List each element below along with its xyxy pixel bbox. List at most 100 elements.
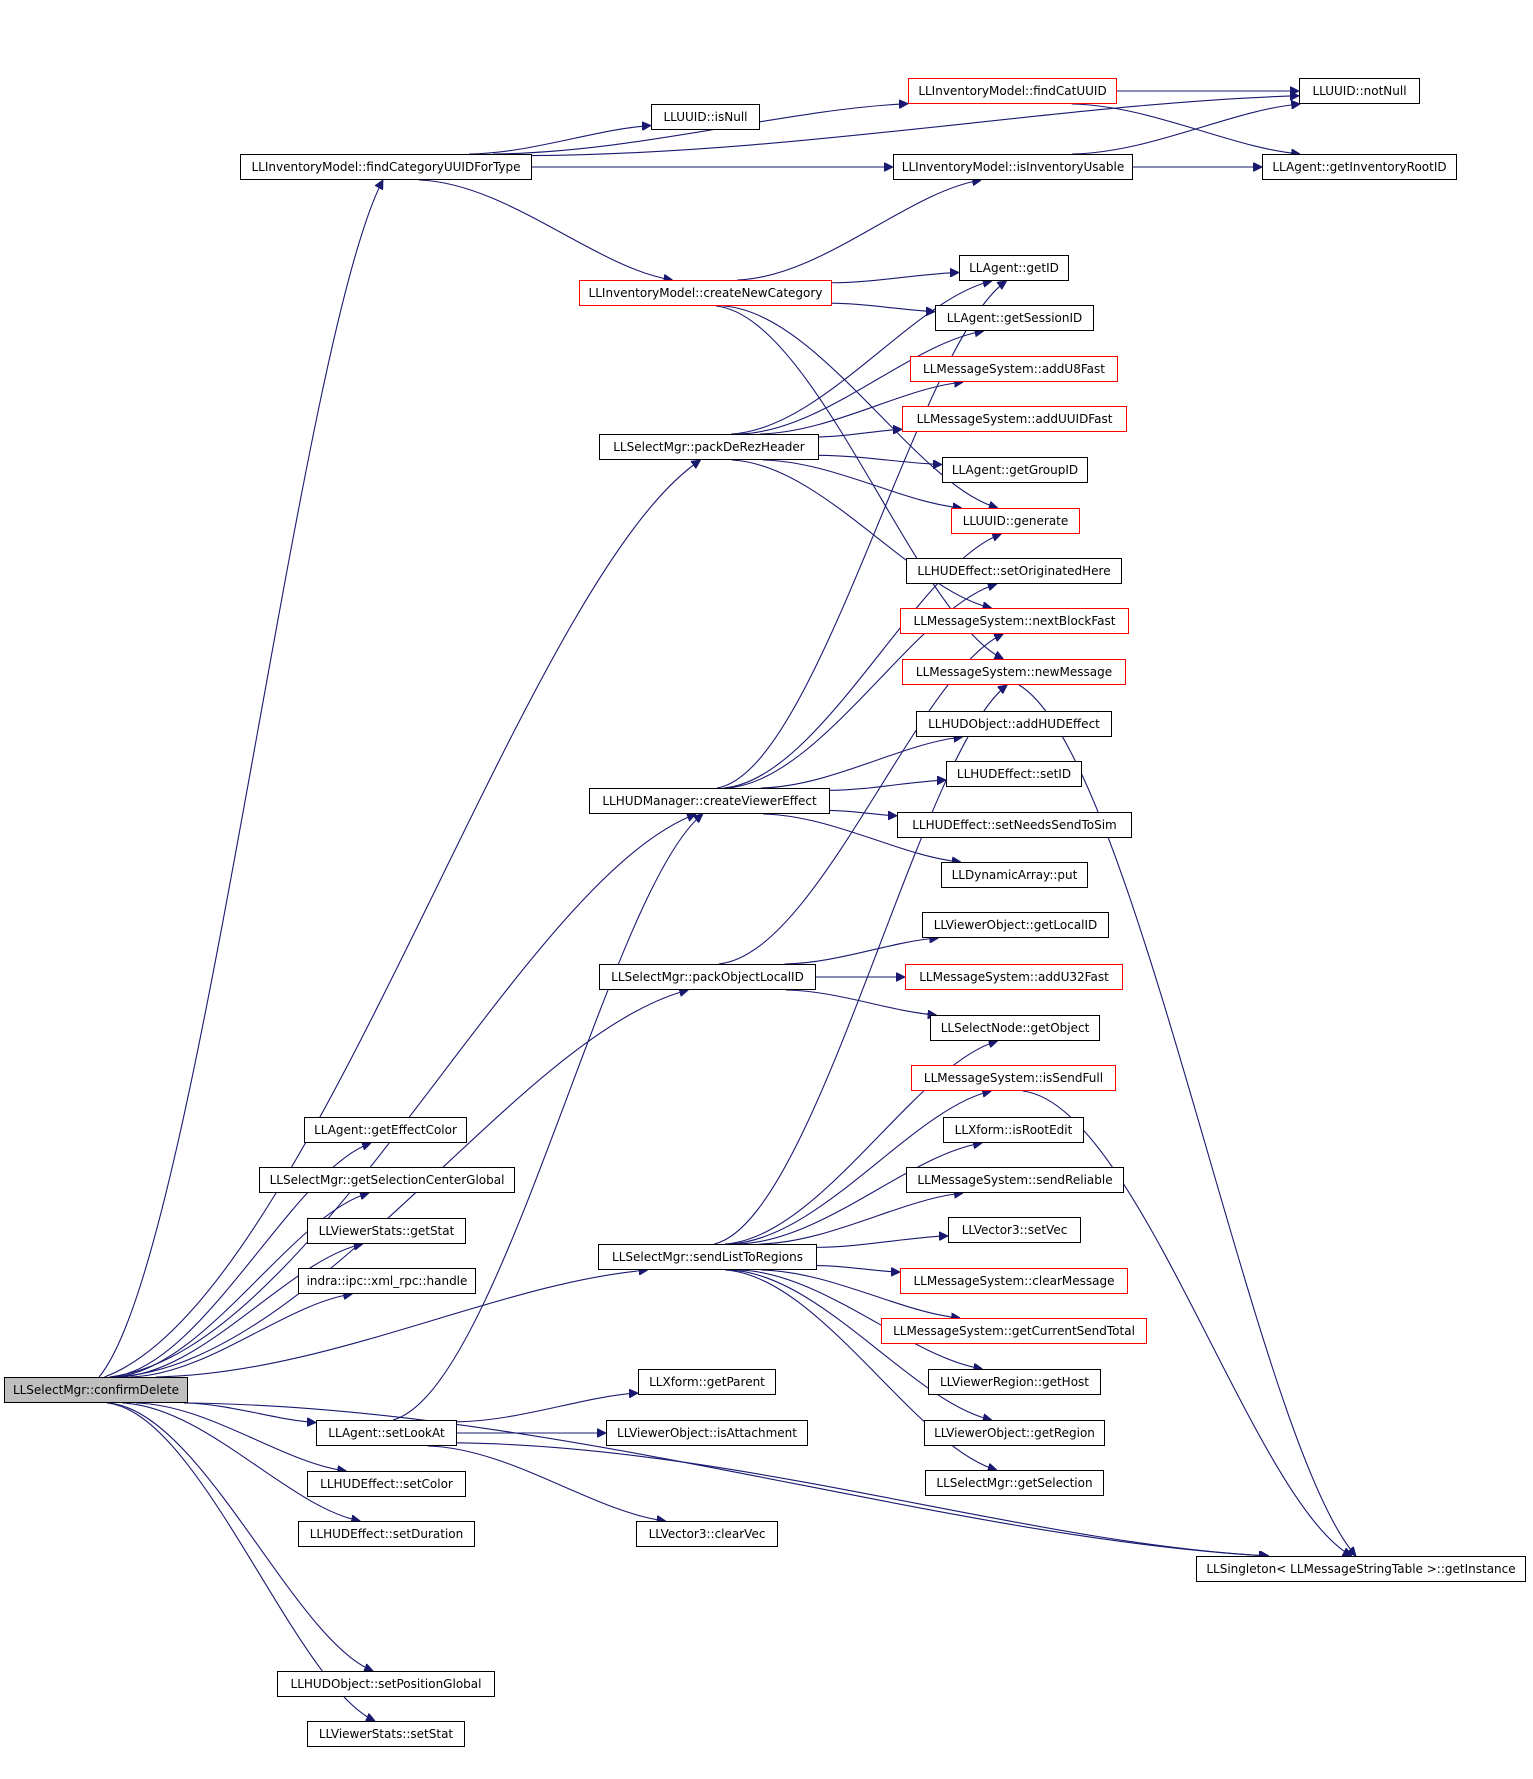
- edge-findCatUUID-to-getInventoryRootID: [1071, 103, 1300, 154]
- node-hud-effect-set-id[interactable]: LLHUDEffect::setID: [946, 761, 1082, 787]
- node-label: LLMessageSystem::sendReliable: [917, 1173, 1113, 1187]
- node-add-hud-effect[interactable]: LLHUDObject::addHUDEffect: [916, 711, 1112, 737]
- node-xform-get-parent[interactable]: LLXform::getParent: [638, 1369, 776, 1395]
- node-dynamic-array-put[interactable]: LLDynamicArray::put: [941, 862, 1088, 888]
- node-find-category-uuid-for-type[interactable]: LLInventoryModel::findCategoryUUIDForTyp…: [240, 154, 532, 180]
- edge-sendListToRegions-to-getSelection: [725, 1269, 997, 1470]
- edge-findCategoryUUIDForType-to-findCatUUID: [493, 104, 908, 155]
- node-label: LLUUID::isNull: [663, 110, 748, 124]
- node-add-u32-fast[interactable]: LLMessageSystem::addU32Fast: [905, 964, 1123, 990]
- edge-confirmDelete-to-getStat: [119, 1244, 363, 1378]
- node-is-attachment[interactable]: LLViewerObject::isAttachment: [606, 1420, 808, 1446]
- node-vector3-clear-vec[interactable]: LLVector3::clearVec: [636, 1521, 778, 1547]
- edge-confirmDelete-to-packObjectLocalID: [115, 990, 688, 1378]
- node-viewer-region-get-host[interactable]: LLViewerRegion::getHost: [928, 1369, 1101, 1395]
- node-is-inventory-usable[interactable]: LLInventoryModel::isInventoryUsable: [893, 154, 1133, 180]
- edge-packDeRezHeader-to-addU8Fast: [759, 382, 963, 435]
- node-label: LLMessageSystem::isSendFull: [923, 1071, 1104, 1085]
- edge-confirmDelete-to-setLookAt: [183, 1402, 316, 1423]
- edge-createNewCategory-to-getSessionID: [831, 302, 935, 311]
- node-find-cat-uuid[interactable]: LLInventoryModel::findCatUUID: [908, 78, 1117, 104]
- node-get-inventory-root-id[interactable]: LLAgent::getInventoryRootID: [1262, 154, 1457, 180]
- node-label: LLHUDEffect::setNeedsSendToSim: [912, 818, 1117, 832]
- node-set-needs-send-to-sim[interactable]: LLHUDEffect::setNeedsSendToSim: [897, 812, 1132, 838]
- node-viewer-stats-set-stat[interactable]: LLViewerStats::setStat: [307, 1721, 465, 1747]
- node-next-block-fast[interactable]: LLMessageSystem::nextBlockFast: [900, 608, 1129, 634]
- edge-confirmDelete-to-setColor: [136, 1402, 346, 1471]
- node-uuid-not-null[interactable]: LLUUID::notNull: [1299, 78, 1420, 104]
- node-message-string-table-get-instance[interactable]: LLSingleton< LLMessageStringTable >::get…: [1196, 1556, 1526, 1582]
- edge-findCategoryUUIDForType-to-notNull: [531, 96, 1299, 157]
- edge-confirmDelete-to-setDuration: [122, 1402, 360, 1521]
- node-label: LLAgent::getID: [969, 261, 1059, 275]
- node-label: LLXform::isRootEdit: [954, 1123, 1073, 1137]
- edge-sendListToRegions-to-getCurrentSendTotal: [761, 1269, 960, 1318]
- node-new-message[interactable]: LLMessageSystem::newMessage: [902, 659, 1126, 685]
- node-get-local-id[interactable]: LLViewerObject::getLocalID: [922, 912, 1109, 938]
- node-pack-de-rez-header[interactable]: LLSelectMgr::packDeRezHeader: [599, 434, 819, 460]
- edge-setLookAt-to-createViewerEffect: [392, 814, 703, 1421]
- node-label: LLMessageSystem::addU8Fast: [923, 362, 1105, 376]
- node-select-node-get-object[interactable]: LLSelectNode::getObject: [930, 1015, 1100, 1041]
- node-label: LLMessageSystem::addU32Fast: [919, 970, 1109, 984]
- edge-packDeRezHeader-to-addUUIDFast: [818, 429, 902, 438]
- node-select-mgr-get-selection[interactable]: LLSelectMgr::getSelection: [925, 1470, 1104, 1496]
- node-label: LLAgent::setLookAt: [328, 1426, 445, 1440]
- edge-packDeRezHeader-to-generate: [762, 459, 962, 508]
- node-hud-effect-set-duration[interactable]: LLHUDEffect::setDuration: [298, 1521, 475, 1547]
- node-xform-is-root-edit[interactable]: LLXform::isRootEdit: [943, 1117, 1084, 1143]
- node-pack-object-local-id[interactable]: LLSelectMgr::packObjectLocalID: [599, 964, 816, 990]
- node-label: LLHUDEffect::setDuration: [309, 1527, 464, 1541]
- edge-setLookAt-to-getParent: [456, 1393, 638, 1423]
- node-create-new-category[interactable]: LLInventoryModel::createNewCategory: [579, 280, 832, 306]
- node-label: LLViewerObject::isAttachment: [617, 1426, 797, 1440]
- node-select-mgr-confirm-delete[interactable]: LLSelectMgr::confirmDelete: [4, 1377, 188, 1403]
- edge-sendListToRegions-to-sendReliable: [759, 1193, 963, 1245]
- node-create-viewer-effect[interactable]: LLHUDManager::createViewerEffect: [589, 788, 830, 814]
- edge-sendListToRegions-to-isRootEdit: [738, 1143, 982, 1245]
- node-viewer-stats-get-stat[interactable]: LLViewerStats::getStat: [307, 1218, 466, 1244]
- edge-sendListToRegions-to-clearMessage: [816, 1265, 900, 1272]
- node-get-current-send-total[interactable]: LLMessageSystem::getCurrentSendTotal: [881, 1318, 1147, 1344]
- edge-findCategoryUUIDForType-to-createNewCategory: [418, 179, 673, 280]
- node-viewer-object-get-region[interactable]: LLViewerObject::getRegion: [924, 1420, 1105, 1446]
- node-is-send-full[interactable]: LLMessageSystem::isSendFull: [911, 1065, 1116, 1091]
- node-vector3-set-vec[interactable]: LLVector3::setVec: [948, 1217, 1081, 1243]
- node-agent-get-group-id[interactable]: LLAgent::getGroupID: [942, 457, 1088, 483]
- node-xml-rpc-handle[interactable]: indra::ipc::xml_rpc::handle: [298, 1268, 476, 1294]
- node-agent-get-session-id[interactable]: LLAgent::getSessionID: [935, 305, 1094, 331]
- edge-confirmDelete-to-createViewerEffect: [109, 814, 696, 1378]
- node-label: LLViewerRegion::getHost: [939, 1375, 1090, 1389]
- node-get-effect-color[interactable]: LLAgent::getEffectColor: [304, 1117, 467, 1143]
- node-label: LLHUDEffect::setID: [956, 767, 1072, 781]
- node-clear-message[interactable]: LLMessageSystem::clearMessage: [900, 1268, 1128, 1294]
- node-agent-set-look-at[interactable]: LLAgent::setLookAt: [316, 1420, 457, 1446]
- node-uuid-is-null[interactable]: LLUUID::isNull: [651, 104, 760, 130]
- node-label: LLAgent::getGroupID: [951, 463, 1079, 477]
- node-agent-get-id[interactable]: LLAgent::getID: [959, 255, 1069, 281]
- node-label: LLViewerObject::getRegion: [934, 1426, 1095, 1440]
- node-label: LLHUDObject::addHUDEffect: [928, 717, 1100, 731]
- node-hud-effect-set-color[interactable]: LLHUDEffect::setColor: [307, 1471, 466, 1497]
- node-add-uuid-fast[interactable]: LLMessageSystem::addUUIDFast: [902, 406, 1127, 432]
- node-label: LLHUDObject::setPositionGlobal: [290, 1677, 482, 1691]
- edge-sendListToRegions-to-getHost: [739, 1269, 982, 1369]
- node-add-u8-fast[interactable]: LLMessageSystem::addU8Fast: [910, 356, 1118, 382]
- node-send-reliable[interactable]: LLMessageSystem::sendReliable: [906, 1167, 1124, 1193]
- node-label: LLInventoryModel::findCategoryUUIDForTyp…: [251, 160, 521, 174]
- node-label: LLSelectMgr::getSelectionCenterGlobal: [269, 1173, 505, 1187]
- edge-sendListToRegions-to-getRegion: [730, 1269, 992, 1420]
- node-get-selection-center-global[interactable]: LLSelectMgr::getSelectionCenterGlobal: [259, 1167, 515, 1193]
- node-hud-object-set-position-global[interactable]: LLHUDObject::setPositionGlobal: [277, 1671, 495, 1697]
- edge-createViewerEffect-to-addHUDEffect: [760, 737, 963, 789]
- edge-confirmDelete-to-sendListToRegions: [155, 1270, 648, 1378]
- node-set-originated-here[interactable]: LLHUDEffect::setOriginatedHere: [906, 558, 1122, 584]
- edge-packDeRezHeader-to-nextBlockFast: [731, 459, 992, 608]
- node-label: LLInventoryModel::createNewCategory: [588, 286, 823, 300]
- node-uuid-generate[interactable]: LLUUID::generate: [951, 508, 1080, 534]
- node-send-list-to-regions[interactable]: LLSelectMgr::sendListToRegions: [598, 1244, 817, 1270]
- edge-createNewCategory-to-isInventoryUsable: [737, 180, 981, 281]
- node-label: LLInventoryModel::isInventoryUsable: [901, 160, 1125, 174]
- node-label: LLHUDEffect::setColor: [320, 1477, 453, 1491]
- node-label: LLVector3::setVec: [961, 1223, 1068, 1237]
